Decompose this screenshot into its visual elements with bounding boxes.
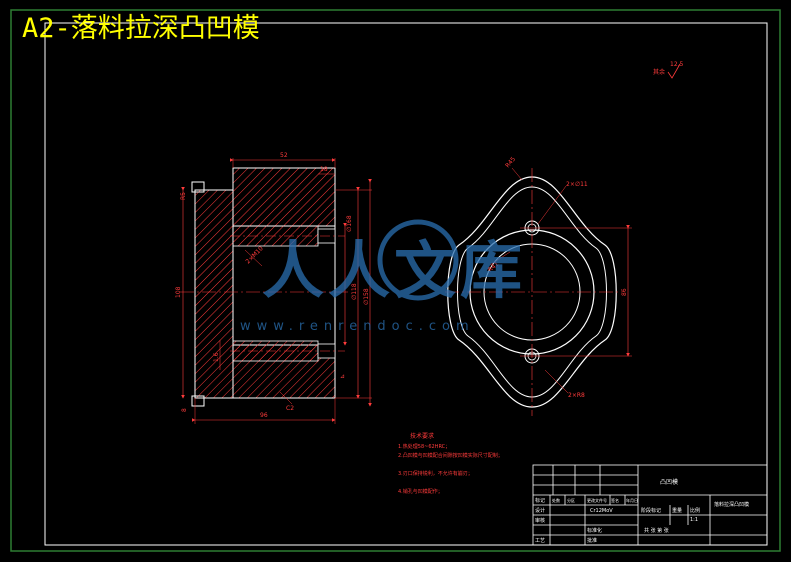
dim-angle: 1.6 (213, 352, 220, 362)
flange-step-b (191, 395, 205, 407)
tb-standard: 标准化 (587, 527, 602, 534)
dim-bottom-note: 2×R8 (568, 392, 585, 399)
dim-left-top: R5 (180, 192, 187, 200)
dim-right-2: ∅118 (351, 283, 358, 300)
tb-row-label-1: 标记 (535, 497, 545, 504)
tb-mid-label-3: 比例 (690, 507, 700, 514)
tech-line-1: 1.热处理58~62HRC； (398, 443, 450, 450)
tech-line-2: 2.凸凹模与凹模配合间隙按凹模实际尺寸配制； (398, 452, 503, 459)
outer-frame (10, 9, 781, 552)
roughness-label: 其余 (653, 68, 665, 76)
dim-chamfer: C2 (286, 405, 294, 412)
dim-top-small: 18 (320, 166, 328, 173)
dim-bottom-small: 8 (181, 408, 188, 412)
title-block-text: 凸凹模 落料拉深凸凹模 Cr12MoV 1:1 标记 设计 审核 工艺 处数 分… (535, 478, 749, 544)
dim-left-total: 108 (175, 286, 182, 298)
body-hatch-top (232, 167, 336, 227)
roughness-mark: 其余 12.5 (653, 61, 684, 79)
flange-hatch (194, 189, 234, 399)
tb-col-label-4: 签名 (611, 497, 619, 503)
dim-right-1: ∅168 (346, 215, 353, 232)
dim-bottom: 96 (260, 412, 268, 419)
tech-heading: 技术要求 (410, 432, 434, 440)
tech-line-3: 3.刃口保持锐利，不允许有崩刃； (398, 470, 473, 477)
tb-col-label-2: 分区 (567, 497, 575, 503)
dim-top: 52 (280, 152, 288, 159)
tb-material: Cr12MoV (590, 508, 613, 514)
watermark-text: 人人文库 (262, 234, 526, 307)
tb-row-label-2: 设计 (535, 507, 545, 514)
tb-row-label-4: 工艺 (535, 538, 545, 544)
watermark-url: www.renrendoc.com (240, 319, 475, 334)
tb-row-label-3: 审核 (535, 517, 545, 524)
dim-right-3: ∅158 (363, 288, 370, 305)
watermark: 人人文库 www.renrendoc.com (240, 219, 526, 334)
tb-drawing-name: 落料拉深凸凹模 (714, 501, 749, 508)
tb-mid-label-1: 阶段标记 (641, 507, 661, 514)
tb-col-label-3: 更改文件号 (587, 497, 607, 503)
roughness-value: 12.5 (670, 61, 684, 68)
title-block (532, 464, 768, 546)
drawing-title: A2-落料拉深凸凹模 (22, 13, 260, 44)
tech-line-4: 4.销孔与凹模配作； (398, 488, 443, 495)
top-view: 86 R45 2×∅11 R41 2×R8 (445, 156, 632, 416)
inner-frame (44, 22, 768, 546)
flange-step (191, 181, 205, 193)
tb-approve: 批准 (587, 537, 597, 544)
dim-r-outer: R45 (504, 156, 517, 170)
tb-part-name: 凸凹模 (660, 478, 678, 486)
dim-hole: 2×∅11 (566, 181, 588, 188)
tech-requirements: 技术要求 1.热处理58~62HRC； 2.凸凹模与凹模配合间隙按凹模实际尺寸配… (398, 432, 503, 495)
dim-height: 86 (621, 288, 628, 296)
front-view: 52 18 ∅168 ∅118 ∅158 108 R5 1.6 96 8 2×M… (175, 152, 372, 424)
tb-mid-label-2: 重量 (672, 507, 682, 514)
tb-scale: 1:1 (690, 517, 698, 523)
roughness-small-front: ⊿ (340, 373, 345, 380)
tb-col-label-5: 年月日 (626, 497, 638, 503)
tb-sheet: 共 张 第 张 (644, 527, 669, 534)
tb-col-label-1: 处数 (552, 497, 560, 503)
